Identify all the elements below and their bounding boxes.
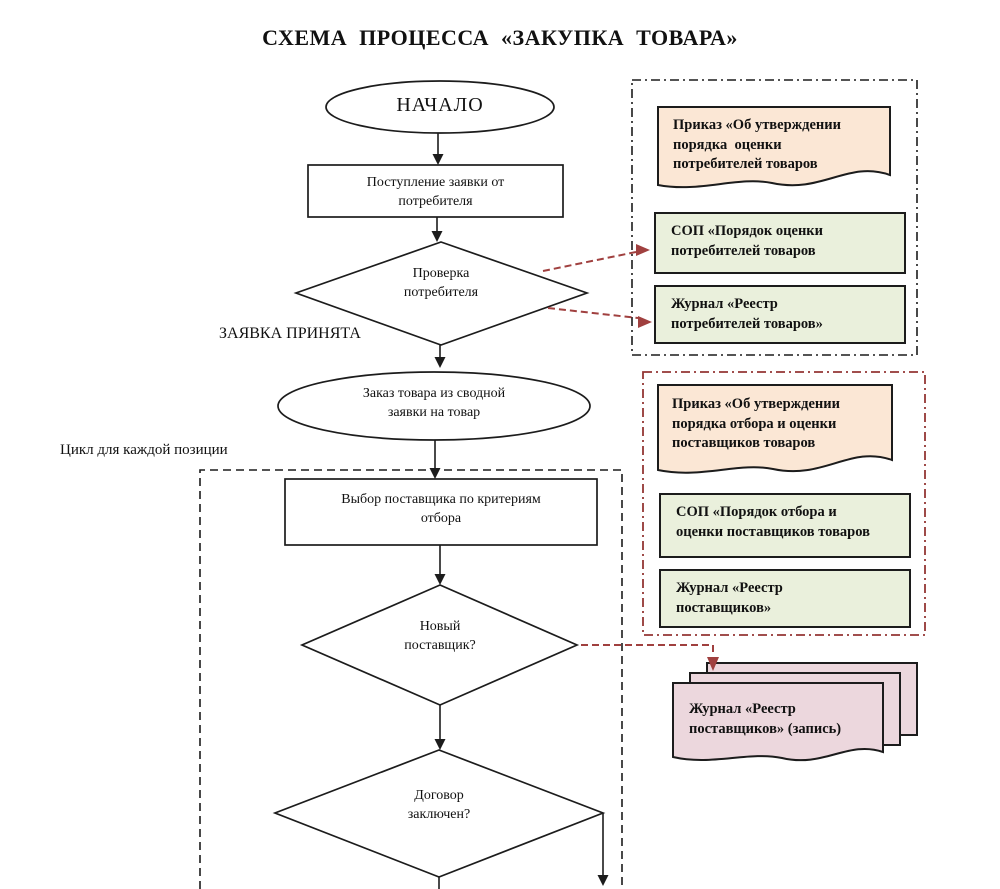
consumer-sop-box — [654, 212, 906, 274]
process-select-supplier-box — [284, 478, 598, 546]
consumer-journal-label: Журнал «Реестр потребителей товаров» — [671, 296, 823, 332]
supplier-sop-box — [659, 493, 911, 558]
decision-new-supplier — [299, 584, 580, 706]
decision-check-consumer — [293, 241, 590, 346]
start-label: НАЧАЛО — [396, 94, 484, 116]
check-consumer-label: Проверка потребителя — [403, 266, 479, 300]
flow-arrowheads — [429, 154, 609, 886]
order-step-label: Заказ товара из сводной заявки на товар — [362, 386, 506, 420]
process-request-box — [307, 164, 564, 218]
request-step-label: Поступление заявки от потребителя — [366, 175, 505, 209]
supplier-prikaz-document — [657, 384, 893, 474]
journal-record-label: Журнал «Реестр поставщиков» (запись) — [689, 701, 842, 737]
supplier-sop-label: СОП «Порядок отбора и оценки поставщиков… — [676, 504, 870, 540]
select-supplier-label: Выбор поставщика по критериям отбора — [341, 492, 541, 526]
page-title: СХЕМА ПРОЦЕССА «ЗАКУПКА ТОВАРА» — [262, 25, 738, 50]
reference-arrowheads — [636, 244, 719, 671]
loop-region-border — [199, 469, 623, 889]
contract-label: Договор заключен? — [407, 788, 471, 822]
consumer-sop-label: СОП «Порядок оценки потребителей товаров — [671, 223, 824, 259]
new-supplier-label: Новый поставщик? — [404, 619, 476, 653]
start-terminator — [325, 80, 555, 134]
supplier-docs-frame — [642, 371, 926, 636]
supplier-prikaz-label: Приказ «Об утверждении порядка отбора и … — [672, 396, 840, 451]
supplier-journal-box — [659, 569, 911, 628]
consumer-prikaz-document — [657, 106, 891, 189]
reference-connectors — [542, 251, 714, 656]
request-accepted-note: ЗАЯВКА ПРИНЯТА — [219, 325, 361, 342]
decision-contract — [272, 749, 606, 878]
order-terminator — [277, 371, 591, 441]
supplier-journal-label: Журнал «Реестр поставщиков» — [676, 580, 783, 616]
journal-record-stack — [672, 662, 918, 762]
consumer-docs-frame — [631, 79, 918, 356]
consumer-prikaz-label: Приказ «Об утверждении порядка оценки по… — [673, 117, 841, 172]
consumer-journal-box — [654, 285, 906, 344]
flow-connectors — [434, 133, 604, 889]
loop-note: Цикл для каждой позиции — [60, 442, 228, 458]
